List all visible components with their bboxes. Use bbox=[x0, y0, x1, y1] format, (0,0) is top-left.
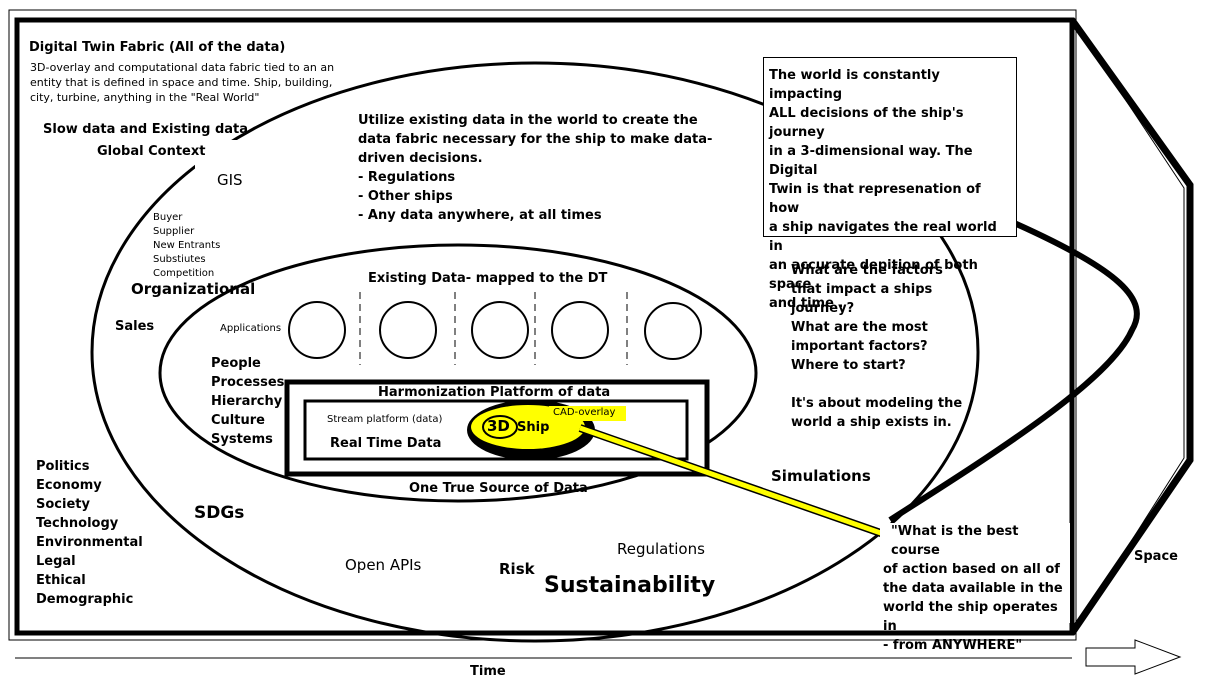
sales-label: Sales bbox=[115, 319, 155, 334]
fabric-title: Digital Twin Fabric (All of the data) bbox=[29, 40, 286, 55]
people-list: People Processes Hierarchy Culture Syste… bbox=[211, 356, 285, 447]
world-box-text: The world is constantly impacting ALL de… bbox=[769, 68, 997, 311]
space-label: Space bbox=[1134, 549, 1178, 564]
existing-data-label: Existing Data- mapped to the DT bbox=[368, 271, 608, 286]
one-true-source-label: One True Source of Data bbox=[409, 481, 588, 496]
utilize-text: Utilize existing data in the world to cr… bbox=[358, 113, 713, 223]
porter-forces: Buyer Supplier New Entrants Substiutes C… bbox=[153, 212, 221, 279]
world-box: The world is constantly impacting ALL de… bbox=[763, 57, 1017, 311]
sdgs-label: SDGs bbox=[194, 503, 245, 523]
sustainability-label: Sustainability bbox=[544, 573, 716, 598]
application-circles bbox=[288, 301, 702, 360]
stream-label: Stream platform (data) bbox=[327, 414, 443, 425]
ship-label: Ship bbox=[517, 420, 550, 435]
time-arrow bbox=[1085, 639, 1182, 675]
outer-ellipse bbox=[90, 61, 980, 643]
cad-overlay-highlight bbox=[549, 406, 626, 421]
course-box: "What is the best course of action based… bbox=[880, 523, 1070, 653]
space-prism bbox=[1069, 17, 1194, 635]
organizational-label: Organizational bbox=[131, 280, 256, 298]
badge-3d-ring bbox=[482, 415, 518, 439]
global-context-label: Global Context bbox=[97, 144, 206, 159]
pointer bbox=[579, 425, 896, 541]
harmonization-label: Harmonization Platform of data bbox=[378, 385, 611, 400]
risk-label: Risk bbox=[499, 560, 535, 578]
separators bbox=[359, 292, 628, 365]
real-time-label: Real Time Data bbox=[330, 436, 442, 451]
fabric-frame bbox=[14, 17, 1075, 636]
time-label: Time bbox=[470, 664, 506, 679]
slow-data-label: Slow data and Existing data bbox=[43, 122, 249, 137]
regulations-label: Regulations bbox=[617, 540, 705, 558]
open-apis-label: Open APIs bbox=[345, 556, 422, 574]
simulations-label: Simulations bbox=[771, 467, 871, 485]
knockout bbox=[195, 140, 240, 170]
factors-text: What are the factors that impact a ships… bbox=[791, 263, 963, 430]
gis-label: GIS bbox=[217, 171, 243, 189]
badge-3d: 3D bbox=[487, 417, 510, 435]
applications-label: Applications bbox=[220, 323, 282, 334]
loop-connector bbox=[888, 219, 1140, 523]
middle-ellipse bbox=[158, 243, 758, 503]
fabric-description: 3D-overlay and computational data fabric… bbox=[30, 61, 335, 104]
pestle-list: Politics Economy Society Technology Envi… bbox=[36, 459, 143, 607]
space-prism-inner bbox=[1077, 27, 1185, 626]
cad-overlay-label: CAD-overlay bbox=[553, 407, 616, 418]
course-box-text: "What is the best course of action based… bbox=[883, 524, 1063, 653]
